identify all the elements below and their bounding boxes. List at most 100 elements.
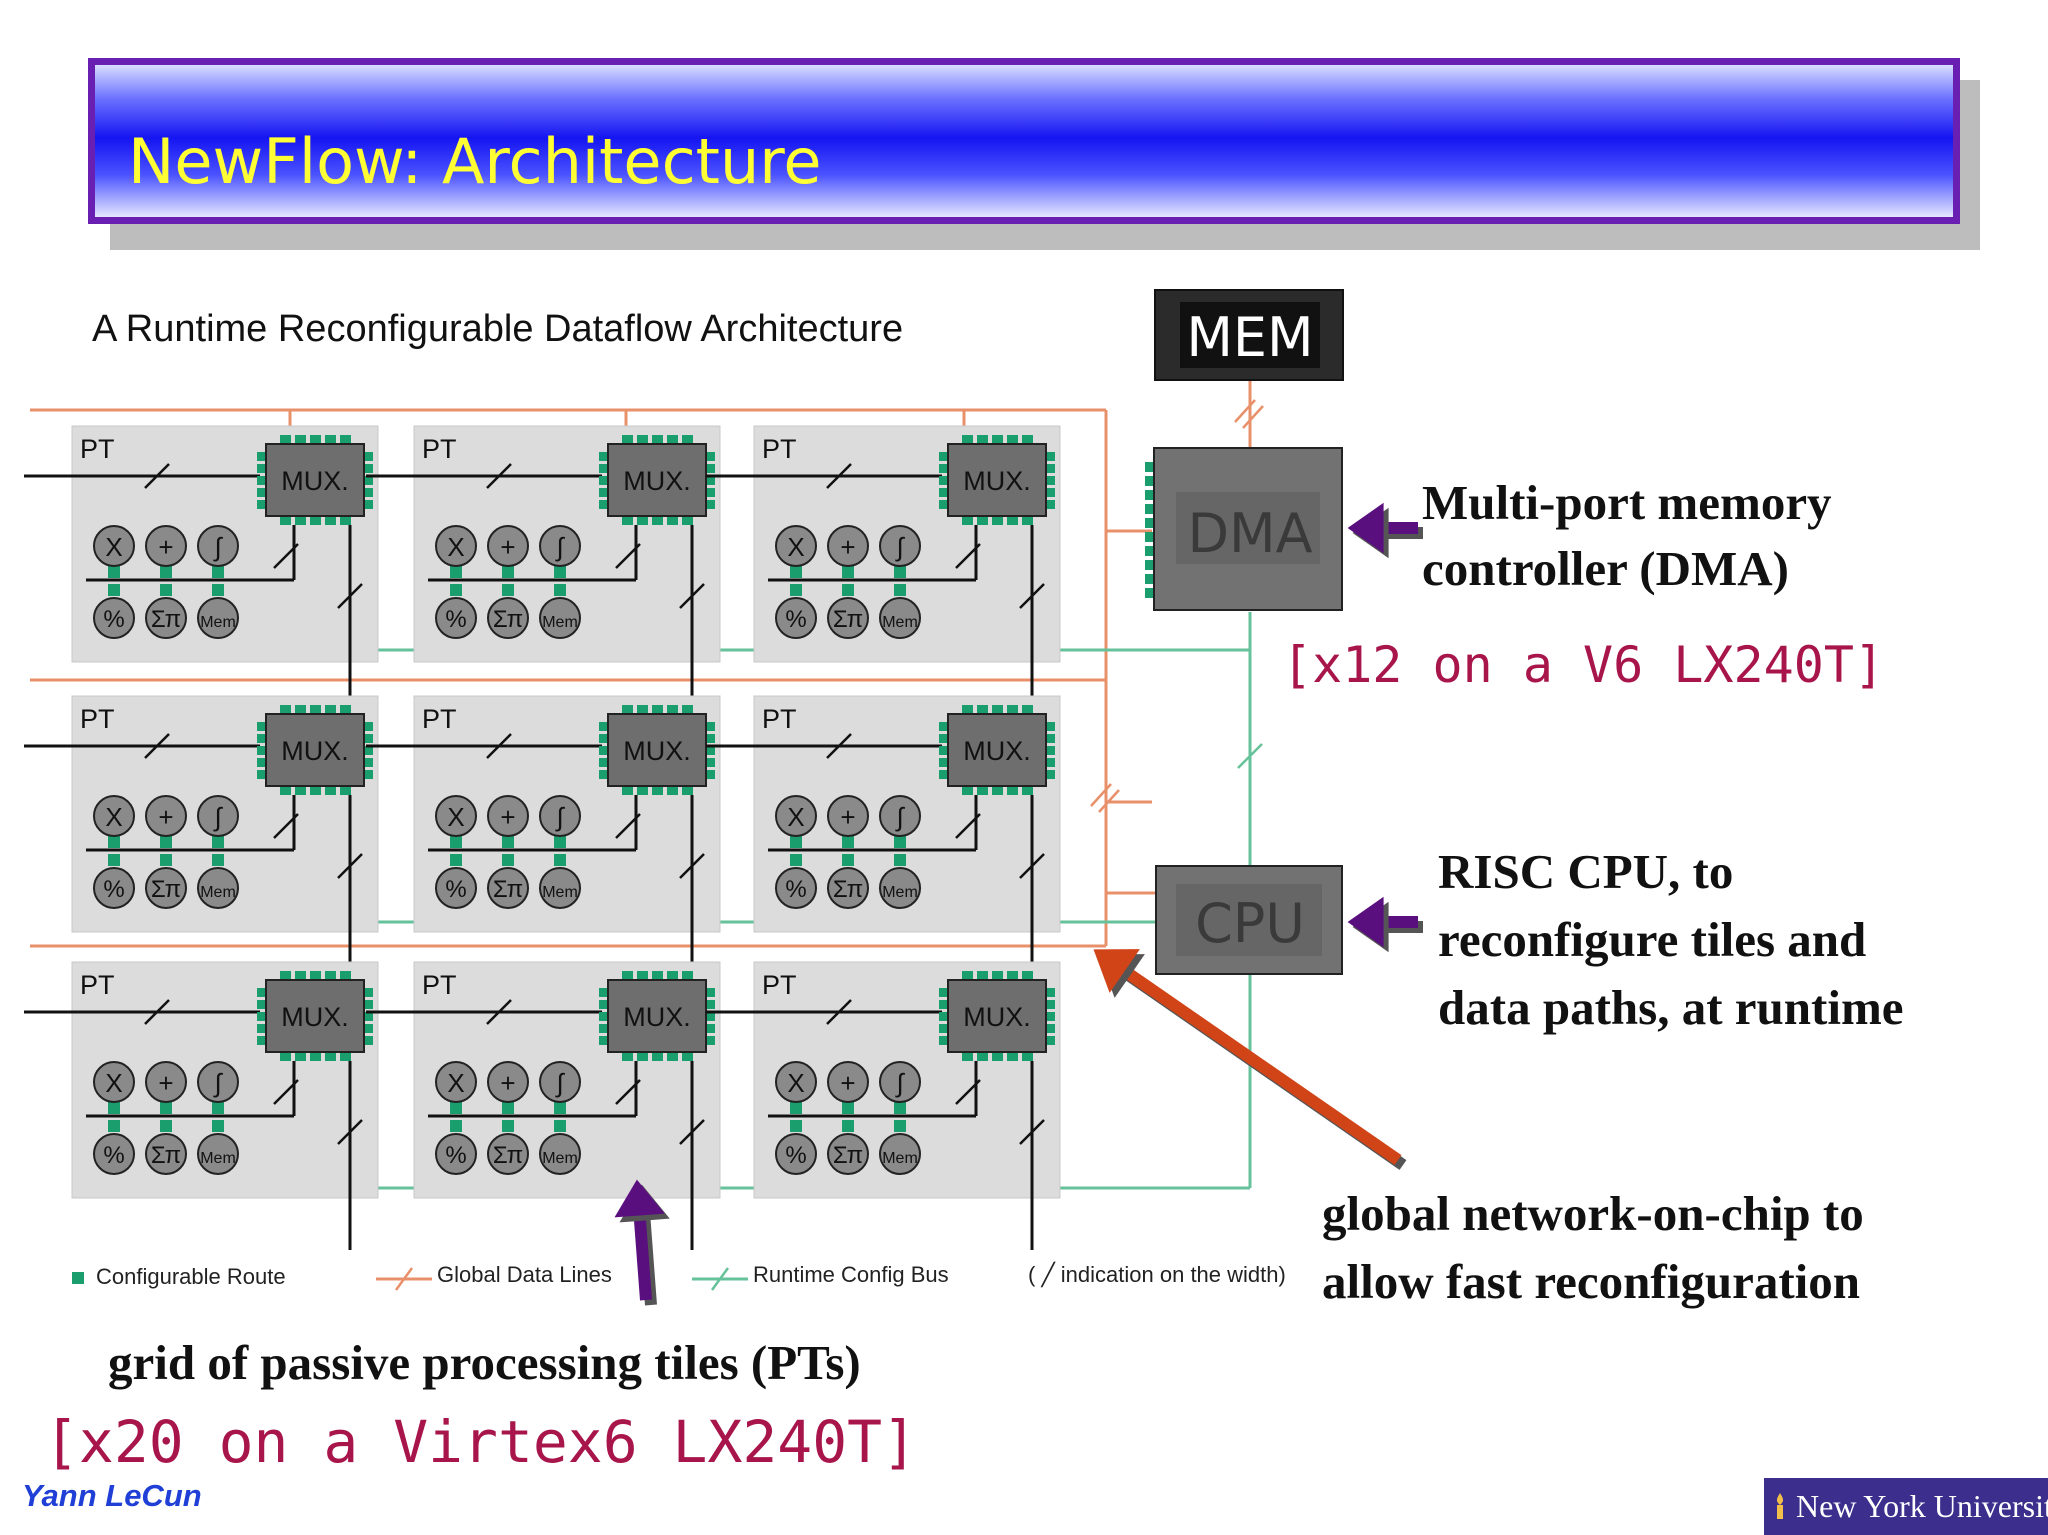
- mux-route-port: [977, 516, 988, 525]
- mux-route-port: [706, 488, 715, 497]
- op-route-port: [212, 836, 224, 848]
- op-route-port: [108, 854, 120, 866]
- op-label: X: [447, 1068, 464, 1098]
- mux-route-port: [667, 971, 678, 980]
- mux-route-port: [637, 971, 648, 980]
- mux-route-port: [682, 1052, 693, 1061]
- op-route-port: [160, 854, 172, 866]
- mux-route-port: [280, 786, 291, 795]
- op-unit: [435, 867, 477, 909]
- width-tick: [1237, 743, 1263, 769]
- configurable-route-legend-swatch: [72, 1272, 84, 1284]
- mux-route-port: [706, 734, 715, 743]
- op-route-port: [160, 1120, 172, 1132]
- legend-runtime-config-bus: Runtime Config Bus: [753, 1262, 949, 1287]
- op-unit: [539, 795, 581, 837]
- op-label: X: [447, 802, 464, 832]
- op-route-port: [790, 566, 802, 578]
- op-unit: [879, 795, 921, 837]
- mux-route-port: [599, 452, 608, 461]
- op-unit: [93, 867, 135, 909]
- op-unit: [435, 1061, 477, 1103]
- op-route-port: [842, 854, 854, 866]
- op-unit: [487, 597, 529, 639]
- width-tick: [1090, 783, 1112, 807]
- op-unit: [145, 795, 187, 837]
- mux-route-port: [939, 988, 948, 997]
- op-label: %: [103, 1142, 124, 1169]
- op-unit: [775, 795, 817, 837]
- mux-label: MUX.: [281, 736, 349, 766]
- mux-route-port: [706, 1036, 715, 1045]
- mux-route-port: [992, 1052, 1003, 1061]
- dma-count: [x12 on a V6 LX240T]: [1282, 636, 1885, 694]
- mux-route-port: [340, 705, 351, 714]
- op-unit: [879, 597, 921, 639]
- mux-route-port: [364, 1036, 373, 1045]
- op-unit: [487, 525, 529, 567]
- arrow-head: [1347, 502, 1384, 554]
- op-label: Mem: [882, 614, 918, 631]
- mux-route-port: [1022, 705, 1033, 714]
- op-label: ∫: [894, 1068, 905, 1098]
- mux-route-port: [364, 1000, 373, 1009]
- mux-route-port: [280, 435, 291, 444]
- op-label: %: [103, 606, 124, 633]
- mux-label: MUX.: [281, 1002, 349, 1032]
- mux-route-port: [637, 705, 648, 714]
- mux-route-port: [652, 516, 663, 525]
- mux-route-port: [599, 476, 608, 485]
- op-unit: [827, 1133, 869, 1175]
- mux-route-port: [706, 988, 715, 997]
- arrow-shaft: [1102, 953, 1402, 1165]
- mux-route-port: [1007, 1052, 1018, 1061]
- mux-route-port: [962, 786, 973, 795]
- op-route-port: [842, 566, 854, 578]
- mux-route-port: [310, 971, 321, 980]
- mux-route-port: [977, 786, 988, 795]
- op-label: %: [445, 606, 466, 633]
- op-route-port: [212, 566, 224, 578]
- width-tick: [679, 1119, 705, 1145]
- op-unit: [539, 867, 581, 909]
- op-route-port: [554, 854, 566, 866]
- width-tick: [337, 853, 363, 879]
- mux-box: [947, 713, 1047, 787]
- mux-route-port: [939, 722, 948, 731]
- op-label: Σπ: [833, 1142, 863, 1169]
- mux-route-port: [977, 971, 988, 980]
- mux-box: [265, 979, 365, 1053]
- op-route-port: [450, 1102, 462, 1114]
- op-route-port: [790, 584, 802, 596]
- mux-route-port: [257, 988, 266, 997]
- mux-route-port: [599, 746, 608, 755]
- op-unit: [539, 1061, 581, 1103]
- width-tick: [679, 583, 705, 609]
- mux-label: MUX.: [281, 466, 349, 496]
- op-route-port: [450, 1120, 462, 1132]
- op-route-port: [554, 584, 566, 596]
- mux-route-port: [257, 1000, 266, 1009]
- op-label: ∫: [212, 1068, 223, 1098]
- mux-route-port: [325, 435, 336, 444]
- op-unit: [879, 525, 921, 567]
- width-tick: [1019, 583, 1045, 609]
- mux-route-port: [939, 758, 948, 767]
- cpu-label: CPU: [1195, 892, 1305, 955]
- mux-route-port: [1046, 734, 1055, 743]
- op-label: ∫: [212, 802, 223, 832]
- mux-route-port: [599, 1000, 608, 1009]
- mux-route-port: [622, 971, 633, 980]
- op-route-port: [894, 1102, 906, 1114]
- mux-route-port: [1046, 1024, 1055, 1033]
- op-unit: [197, 525, 239, 567]
- mux-route-port: [706, 464, 715, 473]
- mux-route-port: [962, 971, 973, 980]
- mux-route-port: [1046, 746, 1055, 755]
- mux-route-port: [1046, 488, 1055, 497]
- cpu-annotation: RISC CPU, to reconfigure tiles and data …: [1438, 838, 1904, 1042]
- op-route-port: [842, 584, 854, 596]
- mux-route-port: [364, 1024, 373, 1033]
- author-name: Yann LeCun: [22, 1478, 202, 1513]
